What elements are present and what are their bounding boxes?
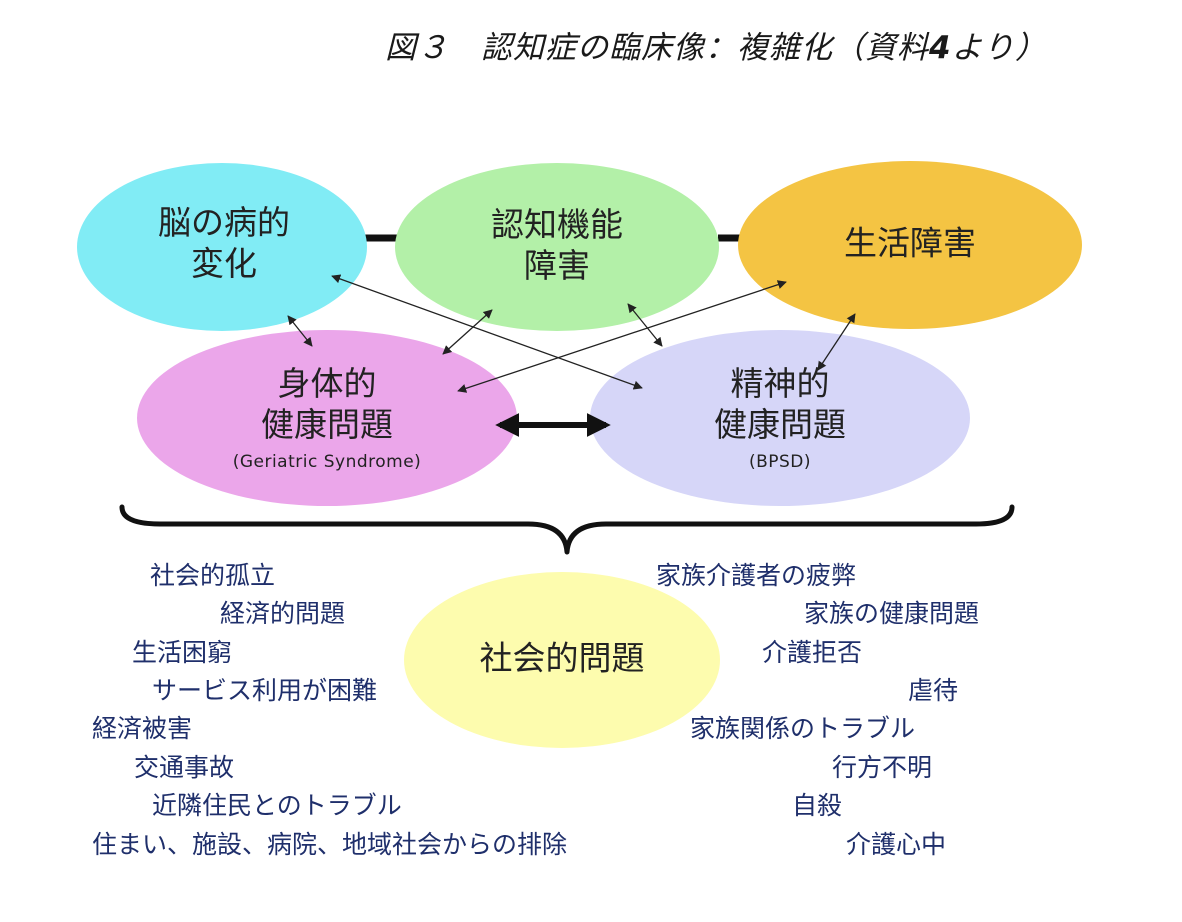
arrow-cognitive-mental	[627, 303, 663, 347]
node-brain-label: 脳の病的変化	[158, 202, 290, 283]
issue-right-item: 自殺	[792, 791, 843, 820]
node-life-ellipse	[738, 161, 1082, 329]
issue-right-item: 家族関係のトラブル	[690, 714, 916, 743]
issue-left-item: 社会的孤立	[150, 561, 276, 590]
issue-left-item: 交通事故	[134, 753, 235, 782]
arrow-life-physical	[457, 280, 787, 393]
arrow-brain-physical	[287, 315, 313, 347]
node-cognitive-label: 認知機能障害	[491, 204, 623, 285]
issue-left-item: 住まい、施設、病院、地域社会からの排除	[92, 830, 568, 859]
issue-left-item: 経済被害	[92, 714, 193, 743]
issue-right-item: 介護拒否	[762, 638, 863, 667]
issue-left-item: 経済的問題	[220, 599, 346, 628]
grouping-brace	[119, 504, 1015, 555]
issue-left-item: サービス利用が困難	[152, 676, 378, 705]
node-social-label: 社会的問題	[479, 638, 645, 678]
issue-right-item: 行方不明	[832, 753, 933, 782]
issue-left-item: 近隣住民とのトラブル	[152, 791, 402, 820]
issue-right-item: 家族の健康問題	[804, 599, 980, 628]
node-mental-label: 精神的健康問題 (BPSD)	[714, 364, 846, 472]
issue-right-item: 介護心中	[846, 830, 947, 859]
issue-right-item: 虐待	[908, 676, 959, 705]
node-life-label: 生活障害	[844, 223, 976, 263]
node-brain-ellipse	[77, 163, 367, 331]
issue-left-item: 生活困窮	[132, 638, 233, 667]
arrow-life-mental	[817, 313, 856, 371]
node-physical-label: 身体的健康問題 (Geriatric Syndrome)	[232, 364, 422, 472]
figure-title: 図３ 認知症の臨床像：複雑化（資料4より）	[385, 30, 1047, 66]
node-social-ellipse	[404, 572, 720, 748]
issue-right-item: 家族介護者の疲弊	[656, 561, 857, 590]
arrow-cognitive-physical	[442, 309, 493, 355]
